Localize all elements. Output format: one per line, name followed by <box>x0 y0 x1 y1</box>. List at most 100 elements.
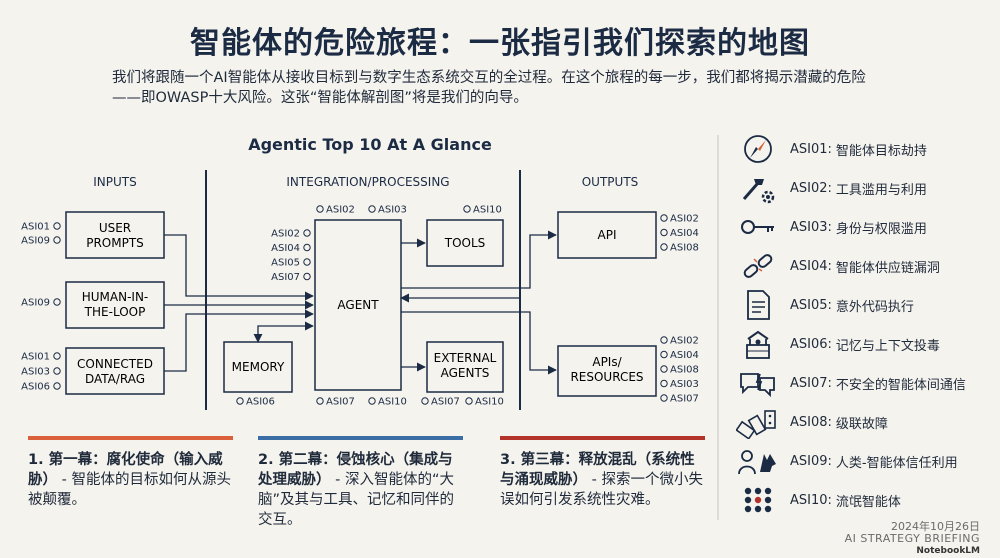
tools-gear-icon <box>736 171 780 205</box>
svg-text:AGENT: AGENT <box>337 298 379 312</box>
box-api: API <box>557 211 657 259</box>
risk-tag: ASI08 <box>660 365 699 376</box>
svg-text:ASI05: ASI05 <box>271 258 300 269</box>
risk-code: ASI07: <box>790 375 832 391</box>
svg-text:ASI07: ASI07 <box>271 272 300 283</box>
risk-tag: ASI10 <box>465 397 504 408</box>
risk-tag: ASI02 <box>316 205 355 216</box>
risk-item: ASI03:身份与权限滥用 <box>736 210 927 244</box>
svg-text:ASI01: ASI01 <box>21 222 50 233</box>
risk-tag: ASI10 <box>368 397 407 408</box>
risk-tag: ASI09 <box>21 236 61 247</box>
risk-tag: ASI04 <box>271 243 311 254</box>
act-three: 3. 第三幕：释放混乱（系统性与涌现威胁） - 探索一个微小失误如何引发系统性灾… <box>500 436 705 510</box>
svg-text:RESOURCES: RESOURCES <box>570 370 643 384</box>
risk-item: ASI08:级联故障 <box>735 405 888 440</box>
footer-date: 2024年10月26日 <box>891 520 980 533</box>
box-human-in-the-loop: HUMAN-IN- THE-LOOP <box>65 281 165 329</box>
risk-tag: ASI02 <box>660 214 699 225</box>
svg-text:ASI10: ASI10 <box>473 205 502 216</box>
svg-text:APIs/: APIs/ <box>592 355 622 369</box>
broken-chain-icon <box>736 249 780 283</box>
svg-text:ASI08: ASI08 <box>670 365 699 376</box>
box-external-agents: EXTERNAL AGENTS <box>426 341 504 393</box>
risk-tag: ASI03 <box>660 379 699 390</box>
risk-code: ASI01: <box>790 141 832 157</box>
svg-text:ASI03: ASI03 <box>670 379 699 390</box>
box-apis-resources: APIs/ RESOURCES <box>557 345 657 397</box>
svg-text:EXTERNAL: EXTERNAL <box>434 351 497 365</box>
svg-text:ASI09: ASI09 <box>21 236 50 247</box>
box-agent: AGENT <box>314 219 402 391</box>
risk-tag: ASI01 <box>21 352 61 363</box>
risk-item: ASI09:人类-智能体信任利用 <box>736 444 958 478</box>
svg-text:ASI10: ASI10 <box>378 397 407 408</box>
svg-text:ASI02: ASI02 <box>670 336 699 347</box>
risk-item: ASI05:意外代码执行 <box>736 288 914 322</box>
diagram-heading: Agentic Top 10 At A Glance <box>248 135 492 154</box>
svg-text:DATA/RAG: DATA/RAG <box>85 372 145 386</box>
risk-tag: ASI07 <box>421 397 460 408</box>
svg-text:PROMPTS: PROMPTS <box>86 236 144 250</box>
risk-tag: ASI05 <box>271 258 311 269</box>
risk-tag: ASI10 <box>463 205 502 216</box>
svg-text:ASI01: ASI01 <box>21 352 50 363</box>
risk-code: ASI03: <box>790 219 832 235</box>
svg-text:AGENTS: AGENTS <box>441 366 490 380</box>
risk-code: ASI06: <box>790 336 832 352</box>
poisoned-well-icon <box>736 327 780 361</box>
arrow-agent-resources <box>401 311 557 375</box>
risk-name: 智能体目标劫持 <box>835 143 927 159</box>
arrow-prompts-agent <box>164 234 314 301</box>
svg-text:CONNECTED: CONNECTED <box>77 357 153 371</box>
svg-text:MEMORY: MEMORY <box>232 360 285 374</box>
box-user-prompts: USER PROMPTS <box>65 211 165 259</box>
risk-name: 级联故障 <box>835 416 888 432</box>
svg-text:ASI04: ASI04 <box>670 350 699 361</box>
act-one-body: - 智能体的目标如何从源头被颠覆。 <box>28 472 231 508</box>
risk-tag: ASI09 <box>21 298 61 309</box>
risk-tag: ASI06 <box>236 397 275 408</box>
dominoes-icon <box>735 405 780 440</box>
act-three-body: - 探索一个微小失误如何引发系统性灾难。 <box>500 472 703 508</box>
act-two-heading: 2. 第二幕：侵蚀核心（集成与处理威胁） <box>258 452 453 488</box>
risk-code: ASI09: <box>790 453 832 469</box>
risk-name: 流氓智能体 <box>835 494 901 510</box>
act-two-bar <box>258 436 463 440</box>
risk-name: 身份与权限滥用 <box>835 221 927 237</box>
act-two-body: - 深入智能体的“大脑”及其与工具、记忆和同伴的交互。 <box>258 472 455 528</box>
svg-text:THE-LOOP: THE-LOOP <box>84 305 146 319</box>
risk-tag: ASI01 <box>21 222 61 233</box>
risk-tag: ASI04 <box>660 228 699 239</box>
risk-name: 智能体供应链漏洞 <box>835 260 940 276</box>
risk-item: ASI01:智能体目标劫持 <box>736 132 927 166</box>
risk-code: ASI05: <box>790 297 832 313</box>
arrow-data-agent <box>164 309 314 372</box>
svg-text:ASI07: ASI07 <box>670 394 699 405</box>
code-document-icon <box>736 288 780 322</box>
dots-grid-icon <box>736 483 780 517</box>
section-inputs: INPUTS <box>93 175 136 189</box>
risk-item: ASI10:流氓智能体 <box>736 483 901 517</box>
arrow-agent-memory <box>253 321 314 343</box>
box-tools: TOOLS <box>426 219 504 267</box>
svg-text:ASI10: ASI10 <box>475 397 504 408</box>
svg-text:TOOLS: TOOLS <box>444 236 486 250</box>
svg-text:ASI07: ASI07 <box>326 397 355 408</box>
risk-code: ASI08: <box>790 414 832 430</box>
risk-tag: ASI07 <box>660 394 699 405</box>
connectors <box>164 230 557 375</box>
risk-item: ASI02:工具滥用与利用 <box>736 171 927 205</box>
risk-name: 记忆与上下文投毒 <box>835 338 940 354</box>
section-processing: INTEGRATION/PROCESSING <box>286 175 449 189</box>
svg-text:ASI06: ASI06 <box>246 397 275 408</box>
act-one-heading: 1. 第一幕：腐化使命（输入威胁） <box>28 452 223 488</box>
risk-tag: ASI03 <box>21 367 61 378</box>
act-two: 2. 第二幕：侵蚀核心（集成与处理威胁） - 深入智能体的“大脑”及其与工具、记… <box>258 436 463 530</box>
svg-text:HUMAN-IN-: HUMAN-IN- <box>82 290 149 304</box>
section-outputs: OUTPUTS <box>582 175 639 189</box>
svg-text:ASI03: ASI03 <box>21 367 50 378</box>
svg-text:ASI04: ASI04 <box>670 228 699 239</box>
